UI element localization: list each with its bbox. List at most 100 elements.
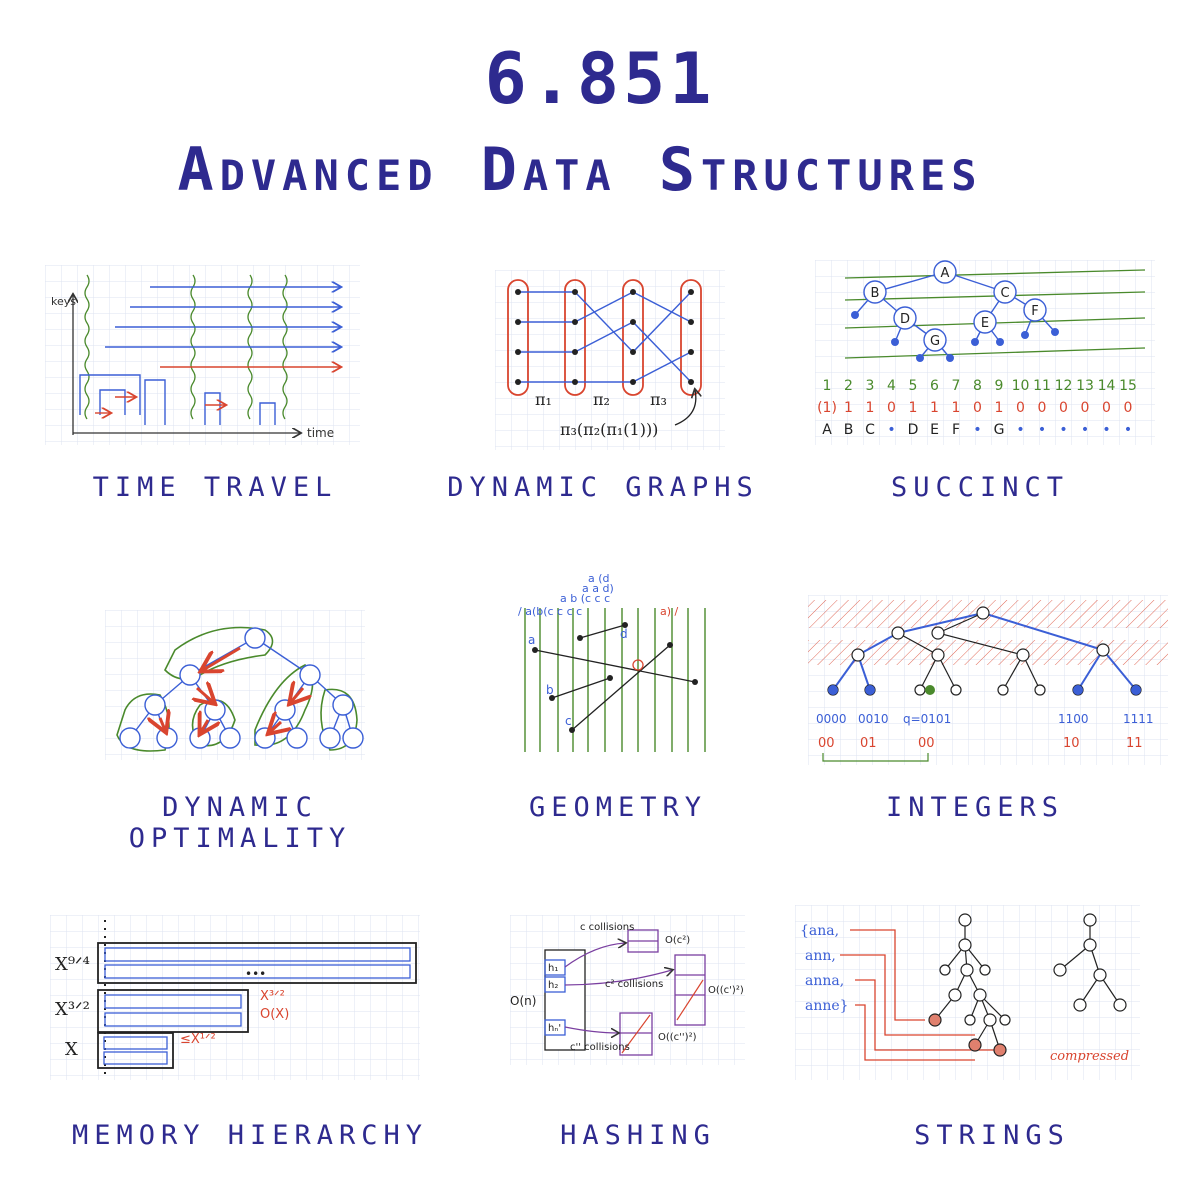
- level-x94: X⁹ᐟ⁴: [55, 954, 90, 975]
- pi3-label: π₃: [650, 390, 667, 409]
- bit-cell: 1: [844, 400, 853, 416]
- h1-label: h₁: [548, 963, 558, 974]
- h2-label: h₂: [548, 980, 558, 991]
- node-c: C: [1000, 286, 1009, 301]
- course-number: 6.851: [484, 38, 716, 120]
- answer-11: 11: [1126, 736, 1143, 751]
- bit-cell: 0: [1038, 400, 1047, 416]
- query-1111: 1111: [1123, 712, 1154, 726]
- letter-cell: A: [822, 422, 832, 438]
- query-1100: 1100: [1058, 712, 1089, 726]
- letter-cell: •: [1059, 422, 1067, 438]
- topic-label-geometry: GEOMETRY: [528, 792, 708, 823]
- hashing-sketch: h₁ h₂ hₙ' O(n) c collisions c² collision…: [510, 915, 745, 1065]
- time-axis-label: time: [307, 426, 334, 440]
- composition-label: π₃(π₂(π₁(1))): [560, 420, 658, 439]
- note-x32: X³ᐟ²: [260, 989, 285, 1004]
- index-cell: 5: [909, 378, 918, 394]
- bit-cell: 1: [952, 400, 961, 416]
- strings-sketch: {ana, ann, anna, anne}: [795, 905, 1140, 1080]
- index-cell: 3: [866, 378, 875, 394]
- bit-cell: 0: [1059, 400, 1068, 416]
- answer-10: 10: [1063, 736, 1080, 751]
- query-0000: 0000: [816, 712, 847, 726]
- node-e: E: [981, 316, 989, 331]
- topic-label-memory-hierarchy: MEMORY HIERARCHY: [71, 1120, 429, 1151]
- topic-label-strings: STRINGS: [914, 1120, 1070, 1151]
- level-x32: X³ᐟ²: [55, 999, 90, 1020]
- node-a: A: [941, 266, 950, 281]
- note-ox: O(X): [260, 1007, 289, 1022]
- string-ann: ann,: [805, 948, 836, 964]
- c3-collisions: c'' collisions: [570, 1042, 630, 1053]
- hn-label: hₙ': [548, 1023, 561, 1034]
- letter-cell: •: [973, 422, 981, 438]
- bit-cell: 1: [930, 400, 939, 416]
- index-cell: 1: [823, 378, 832, 394]
- note-x12: ≤X¹ᐟ²: [180, 1032, 216, 1047]
- letter-cell: C: [865, 422, 875, 438]
- on-label: O(n): [510, 994, 536, 1008]
- bit-cell: 0: [1081, 400, 1090, 416]
- topic-label-time-travel: TIME TRAVEL: [92, 472, 338, 503]
- node-d: D: [900, 312, 910, 327]
- letter-cell: F: [952, 422, 960, 438]
- svg-text:a a d): a a d): [582, 582, 614, 595]
- letter-cell: D: [908, 422, 919, 438]
- svg-text:a b (c c c: a b (c c c: [560, 592, 610, 605]
- index-cell: 4: [887, 378, 896, 394]
- index-cell: 15: [1119, 378, 1137, 394]
- svg-text:a (d: a (d: [588, 572, 610, 585]
- geom-label-c: c: [565, 714, 572, 728]
- letter-cell: B: [844, 422, 854, 438]
- answer-00a: 00: [818, 736, 835, 751]
- index-cell: 12: [1055, 378, 1073, 394]
- index-cell: 6: [930, 378, 939, 394]
- string-anna: anna,: [805, 973, 844, 989]
- bit-cell: 0: [1102, 400, 1111, 416]
- dynamic-optimality-sketch: [105, 610, 365, 760]
- index-cell: 9: [995, 378, 1004, 394]
- string-anne: anne}: [805, 998, 849, 1014]
- query-q: q=0101: [903, 712, 951, 726]
- letter-cell: •: [887, 422, 895, 438]
- string-ana: {ana,: [800, 923, 839, 939]
- bit-cell: 0: [973, 400, 982, 416]
- letter-cell: •: [1102, 422, 1110, 438]
- topic-label-hashing: HASHING: [560, 1120, 716, 1151]
- time-travel-sketch: keys time: [45, 265, 360, 445]
- dynamic-graphs-sketch: π₁ π₂ π₃ π₃(π₂(π₁(1))): [495, 270, 725, 450]
- index-cell: 8: [973, 378, 982, 394]
- geom-label-d: d: [620, 627, 628, 641]
- integers-sketch: 0000 0010 q=0101 1100 1111 00 01 00 10 1…: [808, 595, 1168, 765]
- bit-cell: 1: [909, 400, 918, 416]
- topic-label-integers: INTEGERS: [885, 792, 1065, 823]
- index-cell: 14: [1098, 378, 1116, 394]
- bit-cell: 1: [995, 400, 1004, 416]
- index-cell: 13: [1076, 378, 1094, 394]
- compressed-label: compressed: [1050, 1049, 1129, 1064]
- svg-text:a) /: a) /: [660, 605, 679, 618]
- answer-00b: 00: [918, 736, 935, 751]
- bit-cell: (1): [817, 400, 837, 416]
- index-cell: 2: [844, 378, 853, 394]
- c-collisions: c collisions: [580, 922, 634, 933]
- node-g: G: [930, 334, 940, 349]
- svg-text:/ a(b(c c c c: / a(b(c c c c: [518, 605, 582, 618]
- bit-cell: 1: [866, 400, 875, 416]
- bit-cell: 0: [887, 400, 896, 416]
- geom-label-a: a: [528, 633, 535, 647]
- memory-hierarchy-sketch: X⁹ᐟ⁴ X³ᐟ² X X³ᐟ² O(X) ≤X¹ᐟ² •••: [50, 915, 420, 1080]
- keys-axis-label: keys: [51, 295, 76, 308]
- topic-label-dynamic-graphs: DYNAMIC GRAPHS: [447, 472, 759, 503]
- topic-label-succinct: SUCCINCT: [890, 472, 1070, 503]
- letter-cell: •: [1016, 422, 1024, 438]
- topic-label-dynamic-optimality: DYNAMIC OPTIMALITY: [128, 792, 352, 854]
- oc4-label: O((c'')²): [658, 1032, 697, 1043]
- letter-cell: •: [1038, 422, 1046, 438]
- letter-cell: G: [994, 422, 1005, 438]
- query-0010: 0010: [858, 712, 889, 726]
- oc2-label: O(c²): [665, 935, 690, 946]
